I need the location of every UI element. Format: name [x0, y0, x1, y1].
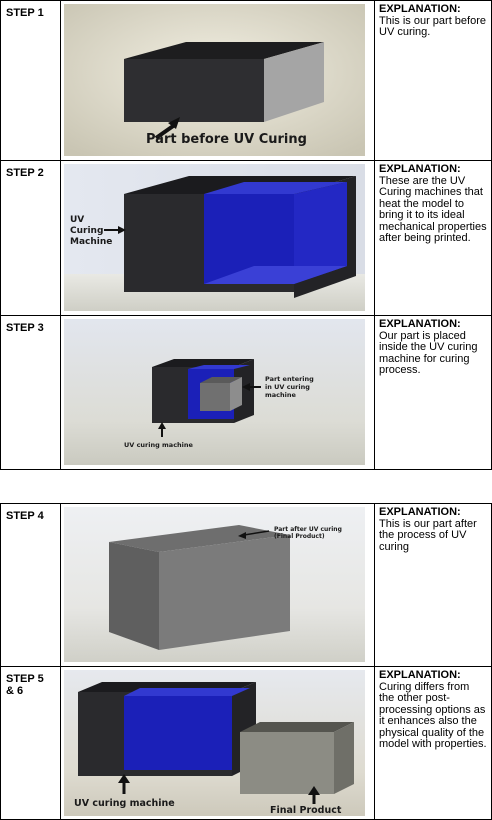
- uv-curing-machine-label: UV curing machine: [124, 441, 194, 449]
- part-entering-label-2: in UV curing: [265, 383, 310, 391]
- step-2-row: STEP 2: [0, 160, 492, 316]
- uv-curing-machine-label: UV curing machine: [74, 798, 175, 809]
- explanation-title: EXPLANATION:: [379, 163, 461, 175]
- part-entering-label-3: machine: [265, 391, 296, 399]
- step-2-explanation: EXPLANATION: These are the UV Curing mac…: [374, 160, 492, 316]
- step-5-6-image-cell: UV curing machine Final Product: [60, 666, 375, 820]
- explanation-title: EXPLANATION:: [379, 506, 461, 518]
- step-3-explanation: EXPLANATION: Our part is placed inside t…: [374, 315, 492, 470]
- curing-label: Curing: [70, 226, 103, 236]
- step-label-line-2: & 6: [6, 685, 24, 697]
- explanation-text: Curing differs from the other post-proce…: [379, 680, 487, 750]
- step-4-image-cell: Part after UV curing (Final Product): [60, 503, 375, 667]
- step-3-image-cell: Part entering in UV curing machine UV cu…: [60, 315, 375, 470]
- steps-table-1: STEP 1 Part before: [0, 0, 492, 470]
- explanation-text: This is our part before UV curing.: [379, 14, 486, 38]
- explanation-title: EXPLANATION:: [379, 318, 461, 330]
- explanation-text: This is our part after the process of UV…: [379, 517, 477, 553]
- step-label-line-1: STEP 5: [6, 673, 44, 685]
- step-5-6-image: UV curing machine Final Product: [64, 670, 365, 816]
- steps-table-2: STEP 4 Part after UV curing (F: [0, 503, 492, 820]
- step-label: STEP 5 & 6: [0, 666, 61, 820]
- step-1-explanation: EXPLANATION: This is our part before UV …: [374, 0, 492, 161]
- explanation-title: EXPLANATION:: [379, 3, 461, 15]
- part-before-caption: Part before UV Curing: [146, 132, 307, 147]
- step-2-image-cell: UV Curing Machine: [60, 160, 375, 316]
- step-3-image: Part entering in UV curing machine UV cu…: [64, 319, 365, 465]
- step-label: STEP 4: [0, 503, 61, 667]
- step-5-6-row: STEP 5 & 6: [0, 666, 492, 820]
- explanation-text: Our part is placed inside the UV curing …: [379, 329, 478, 376]
- step-4-row: STEP 4 Part after UV curing (F: [0, 503, 492, 667]
- explanation-text: These are the UV Curing machines that he…: [379, 174, 487, 244]
- step-label: STEP 2: [0, 160, 61, 316]
- step-1-image: Part before UV Curing: [64, 4, 365, 156]
- step-1-row: STEP 1 Part before: [0, 0, 492, 161]
- part-entering-label-1: Part entering: [265, 375, 314, 383]
- explanation-title: EXPLANATION:: [379, 669, 461, 681]
- step-1-image-cell: Part before UV Curing: [60, 0, 375, 161]
- part-after-label-2: (Final Product): [274, 533, 325, 540]
- final-product-label: Final Product: [270, 805, 342, 816]
- step-2-image: UV Curing Machine: [64, 164, 365, 311]
- machine-label: Machine: [70, 237, 112, 247]
- step-label: STEP 1: [0, 0, 61, 161]
- step-5-6-explanation: EXPLANATION: Curing differs from the oth…: [374, 666, 492, 820]
- step-3-row: STEP 3: [0, 315, 492, 470]
- part-after-label-1: Part after UV curing: [274, 526, 342, 533]
- step-4-explanation: EXPLANATION: This is our part after the …: [374, 503, 492, 667]
- step-4-image: Part after UV curing (Final Product): [64, 507, 365, 662]
- uv-label: UV: [70, 215, 84, 225]
- step-label: STEP 3: [0, 315, 61, 470]
